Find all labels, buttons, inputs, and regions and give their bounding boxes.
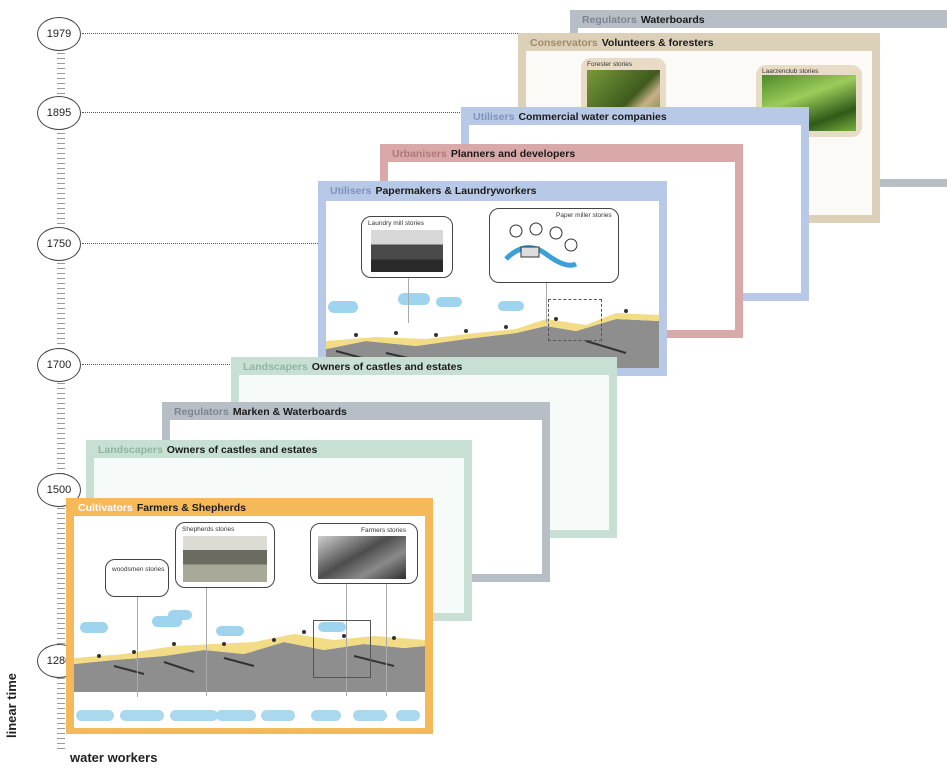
detail-frame bbox=[313, 620, 371, 678]
cloud bbox=[436, 297, 462, 307]
laundry-mill-photo bbox=[371, 230, 443, 272]
farmers-photo bbox=[318, 536, 406, 579]
year-marker-1750: 1750 bbox=[37, 227, 81, 261]
pill-label bbox=[216, 710, 256, 721]
cloud bbox=[168, 610, 192, 620]
detail-frame bbox=[548, 299, 602, 341]
year-connector-1895 bbox=[82, 112, 462, 113]
cloud bbox=[398, 293, 430, 305]
shepherds-photo bbox=[183, 536, 267, 582]
landscape-section-cultivators bbox=[74, 630, 425, 692]
year-connector-1979 bbox=[82, 33, 570, 34]
year-marker-1979: 1979 bbox=[37, 17, 81, 51]
cloud bbox=[498, 301, 524, 311]
story-caption: Paper miller stories bbox=[556, 212, 612, 219]
paper-mill-sketch bbox=[504, 222, 578, 268]
axis-label: linear time bbox=[4, 672, 19, 738]
story-caption: Shepherds stories bbox=[182, 526, 235, 533]
pill-label bbox=[120, 710, 164, 721]
cloud bbox=[328, 301, 358, 313]
story-caption: Laundry mill stories bbox=[368, 220, 424, 227]
pill-label bbox=[170, 710, 218, 721]
story-card-woodsmen[interactable]: woodsmen stories bbox=[105, 559, 169, 597]
story-card-paper-miller[interactable]: Paper miller stories bbox=[489, 208, 619, 283]
pill-label bbox=[396, 710, 420, 721]
story-card-laundry-mill[interactable]: Laundry mill stories bbox=[361, 216, 453, 278]
year-marker-1895: 1895 bbox=[37, 96, 81, 130]
cloud bbox=[80, 622, 108, 633]
cloud bbox=[216, 626, 244, 636]
story-card-farmers[interactable]: Farmers stories bbox=[310, 523, 418, 584]
year-marker-1700: 1700 bbox=[37, 348, 81, 382]
cloud bbox=[152, 616, 182, 627]
story-caption: woodsmen stories bbox=[112, 566, 165, 573]
story-card-shepherds[interactable]: Shepherds stories bbox=[175, 522, 275, 588]
story-caption: Laarzenclub stories bbox=[762, 68, 819, 75]
timeline-ruler bbox=[57, 38, 65, 750]
pill-label bbox=[261, 710, 295, 721]
bottom-label: water workers bbox=[70, 750, 158, 765]
year-connector-1750 bbox=[82, 243, 320, 244]
pill-label bbox=[76, 710, 114, 721]
pill-label bbox=[353, 710, 387, 721]
story-caption: Forester stories bbox=[587, 61, 633, 68]
cloud bbox=[318, 622, 346, 632]
pill-label bbox=[311, 710, 341, 721]
year-connector-1700 bbox=[82, 364, 232, 365]
story-caption: Farmers stories bbox=[361, 527, 407, 534]
